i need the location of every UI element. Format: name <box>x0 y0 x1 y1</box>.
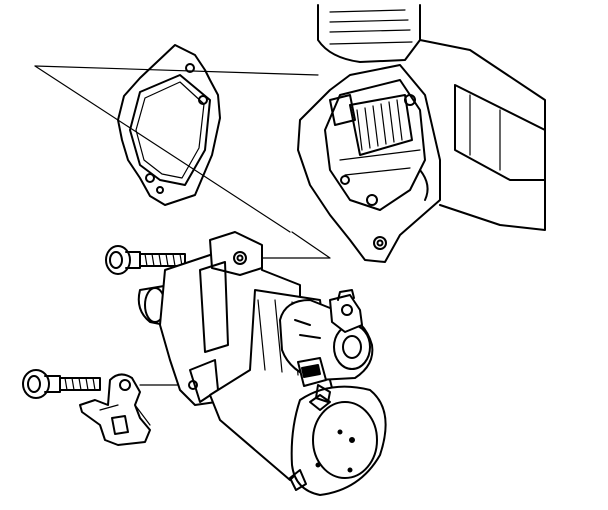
wiring-connector <box>297 357 331 403</box>
solenoid <box>279 289 374 381</box>
lower-mounting-bolt <box>22 369 101 399</box>
upper-mounting-bolt <box>105 245 186 275</box>
engine-block <box>297 4 546 263</box>
gasket <box>117 44 221 206</box>
ground-cable-terminal <box>79 373 151 446</box>
